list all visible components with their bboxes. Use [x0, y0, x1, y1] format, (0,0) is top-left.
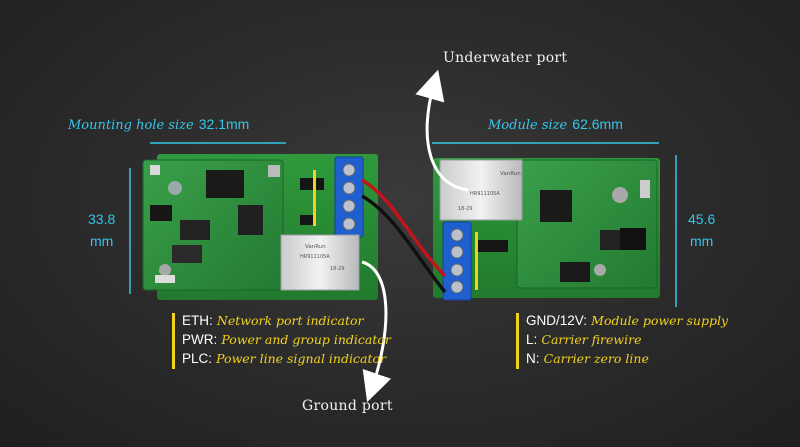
legend-item-n: N: Carrier zero line: [526, 351, 649, 367]
rj45-model-text: HR911105A: [300, 254, 330, 260]
ic: [180, 220, 210, 240]
ic: [238, 205, 263, 235]
right-dimension-label: 45.6 mm: [688, 208, 715, 252]
left-dimension-value: 33.8: [88, 211, 116, 227]
main-ic: [206, 170, 244, 198]
ic: [172, 245, 202, 263]
capacitor: [612, 187, 628, 203]
ground-port-label: Ground port: [302, 398, 393, 414]
mounting-hole-size-label: Mounting hole size 32.1mm: [68, 114, 249, 133]
legend-key: ETH:: [182, 313, 213, 328]
module-size-prefix: Module size: [488, 118, 568, 133]
legend-text: Module power supply: [591, 313, 729, 328]
capacitor: [159, 264, 171, 276]
legend-item-pwr: PWR: Power and group indicator: [182, 332, 391, 348]
legend-key: GND/12V:: [526, 313, 588, 328]
underwater-port-label: Underwater port: [443, 50, 568, 66]
legend-item-plc: PLC: Power line signal indicator: [182, 351, 386, 367]
component: [300, 178, 324, 190]
indicator-marker: [475, 232, 478, 290]
carrier-wire-red: [361, 178, 447, 278]
legend-text: Network port indicator: [216, 313, 364, 328]
component: [155, 275, 175, 283]
capacitor: [168, 181, 182, 195]
legend-item-gnd: GND/12V: Module power supply: [526, 313, 728, 329]
legend-key: PWR:: [182, 332, 218, 347]
left-module: VanRun HR911105A 18-29: [142, 154, 378, 300]
legend-text: Carrier zero line: [543, 351, 649, 366]
underwater-port-arrow: [415, 69, 469, 192]
rj45-brand-text: VanRun: [305, 244, 326, 250]
chip: [150, 205, 172, 221]
ic: [600, 230, 624, 250]
legend-key: PLC:: [182, 351, 213, 366]
main-ic: [540, 190, 572, 222]
component: [300, 215, 314, 225]
component: [268, 165, 280, 177]
legend-text: Power and group indicator: [221, 332, 391, 347]
right-legend-bar: [516, 313, 519, 369]
module-size-label: Module size 62.6mm: [488, 114, 623, 133]
component: [620, 228, 646, 250]
mounting-hole-value: 32.1mm: [198, 116, 250, 132]
legend-text: Carrier firewire: [541, 332, 642, 347]
ground-port-arrow: [361, 260, 392, 403]
carrier-wire-black: [361, 194, 447, 294]
rj45-code-text: 18-29: [330, 266, 345, 272]
legend-key: N:: [526, 351, 540, 366]
component: [640, 180, 650, 198]
indicator-marker: [313, 170, 316, 226]
ic: [560, 262, 590, 282]
terminal-block: [442, 221, 472, 301]
legend-text: Power line signal indicator: [216, 351, 386, 366]
capacitor: [594, 264, 606, 276]
left-dimension-unit: mm: [89, 233, 114, 249]
component: [478, 240, 508, 252]
left-legend-bar: [172, 313, 175, 369]
legend-item-eth: ETH: Network port indicator: [182, 313, 364, 329]
module-size-value: 62.6mm: [572, 116, 623, 132]
rj45-model-text: HR911105A: [470, 191, 500, 197]
right-dimension-value: 45.6: [688, 211, 716, 227]
right-dimension-unit: mm: [689, 233, 714, 249]
legend-item-l: L: Carrier firewire: [526, 332, 642, 348]
mounting-hole-prefix: Mounting hole size: [68, 118, 194, 133]
left-dimension-label: 33.8 mm: [88, 208, 115, 252]
rj45-jack: [280, 234, 360, 291]
rj45-brand-text: VanRun: [500, 171, 521, 177]
rj45-code-text: 18-29: [458, 206, 473, 212]
rj45-jack: [439, 159, 523, 221]
right-module: VanRun HR911105A 18-29: [433, 158, 660, 301]
legend-key: L:: [526, 332, 538, 347]
led: [150, 165, 160, 175]
